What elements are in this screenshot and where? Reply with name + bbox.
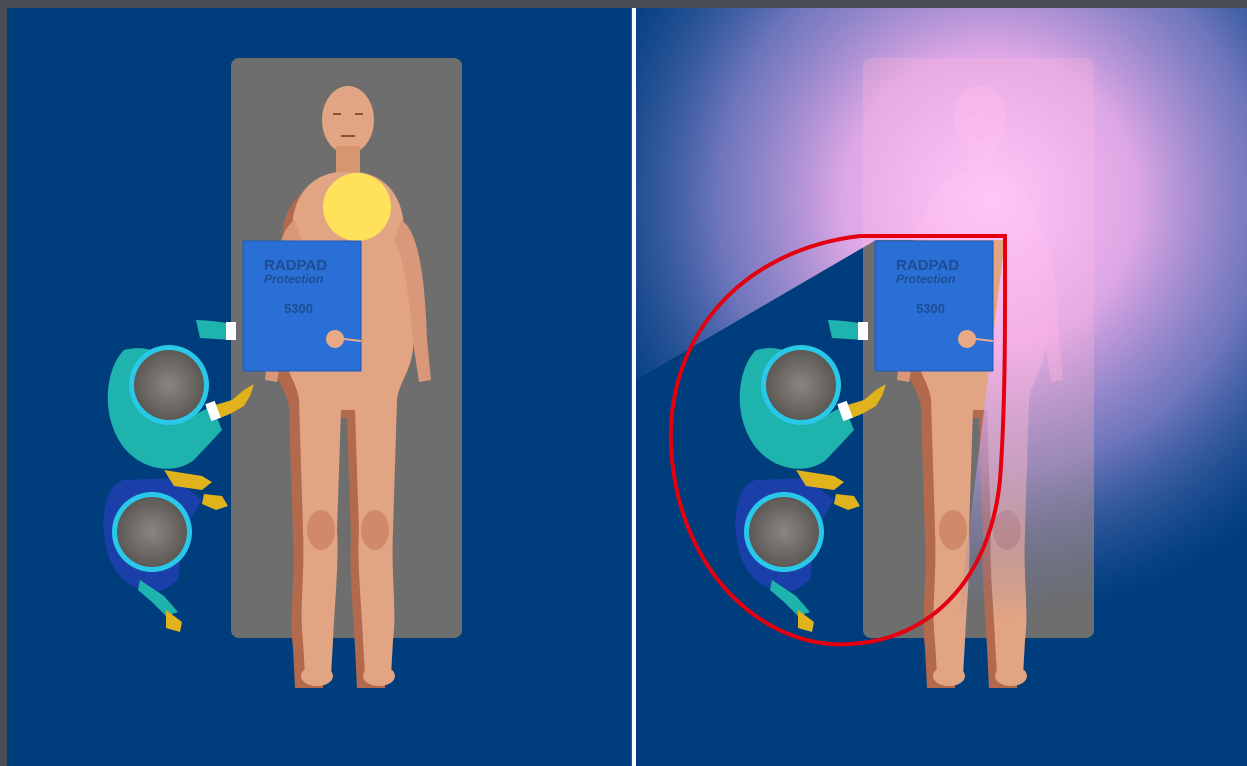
panel-divider [632, 8, 636, 766]
right-panel: RADPAD Protection 5300 [636, 8, 1247, 766]
radpad-shield: RADPAD Protection 5300 [243, 241, 361, 371]
pad-model: 5300 [284, 301, 313, 316]
pad-model: 5300 [916, 301, 945, 316]
pad-tagline: Protection [264, 272, 323, 286]
radiation-spot [323, 173, 391, 241]
left-panel: RADPAD Protection 5300 [7, 8, 631, 766]
radpad-shield: RADPAD Protection 5300 [875, 241, 993, 371]
pad-tagline: Protection [896, 272, 955, 286]
